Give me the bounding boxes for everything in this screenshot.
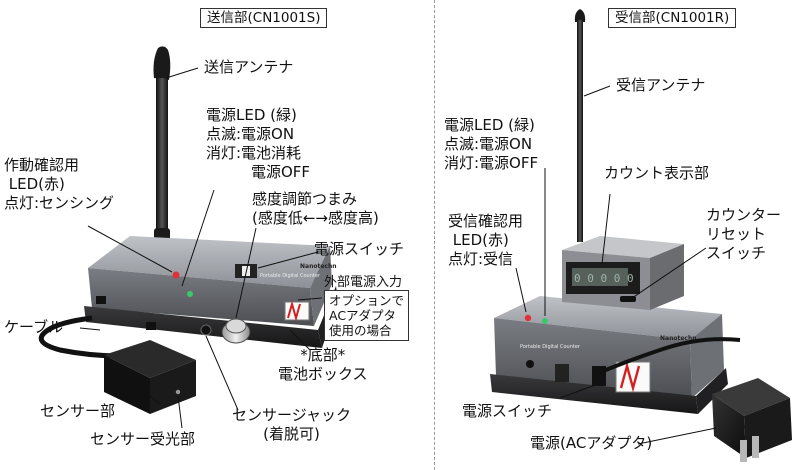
transmitter-title: 送信部(CN1001S) [200,8,328,28]
ac-adapter-option-note: オプションで ACアダプタ 使用の場合 [324,290,410,341]
ac-adapter-graphic [595,337,792,462]
receiver-panel-text: Portable Digital Counter [520,344,581,350]
transmitter-green-led [187,291,193,297]
transmitter-brand-text: Nanotechn [300,263,337,270]
external-power-input-label: 外部電源入力 [324,275,403,290]
counter-module-graphic: 0 0 0 0 0 [562,236,684,310]
sensitivity-knob-label: 感度調節つまみ (感度低←→感度高) [252,190,379,227]
transmitter-panel-text: Portable Digital Counter [260,273,321,279]
receiver-antenna-label: 受信アンテナ [616,76,706,94]
transmitter-power-switch-label: 電源スイッチ [314,240,405,258]
receiver-red-led [524,314,532,322]
transmitter-body-graphic [84,236,338,348]
sensor-jack-label: センサージャック (着脱可) [232,406,351,443]
svg-text:0 0 0 0 0: 0 0 0 0 0 [574,272,634,285]
receiver-power-led-label: 電源LED (緑) 点滅:電源ON 消灯:電源OFF [444,116,539,172]
receiver-antenna-graphic [574,9,586,242]
receiver-brand-text: Nanotechn [660,335,697,342]
transmitter-red-led [172,271,180,279]
transmitter-cable-graphic [38,315,121,359]
panel-divider [434,0,435,470]
count-display-label: カウント表示部 [604,164,710,182]
cable-label: ケーブル [4,318,64,336]
callout-lines [79,67,717,445]
sensor-unit-label: センサー部 [40,402,116,420]
ac-adapter-label: 電源(ACアダプタ) [530,434,653,452]
receive-led-label: 受信確認用 LED(赤) 点灯:受信 [448,212,524,268]
battery-box-label: *底部* 電池ボックス [278,346,368,383]
receiver-title: 受信部(CN1001R) [608,8,737,28]
receiver-illustration: Portable Digital Counter Nanotechn 0 0 0… [490,9,792,462]
sensor-receiver-label: センサー受光部 [90,430,196,448]
transmitter-op-led-label: 作動確認用 LED(赤) 点灯:センシング [4,156,115,212]
counter-reset-switch-label: カウンター リセット スイッチ [706,206,782,262]
sensor-block-graphic [104,340,196,414]
receiver-power-switch-label: 電源スイッチ [462,402,553,420]
receiver-green-led [542,318,548,324]
receiver-body-graphic [490,296,728,414]
transmitter-power-led-label: 電源LED (緑) 点滅:電源ON 消灯:電池消耗 電源OFF [206,106,311,181]
transmitter-antenna-label: 送信アンテナ [204,58,294,76]
